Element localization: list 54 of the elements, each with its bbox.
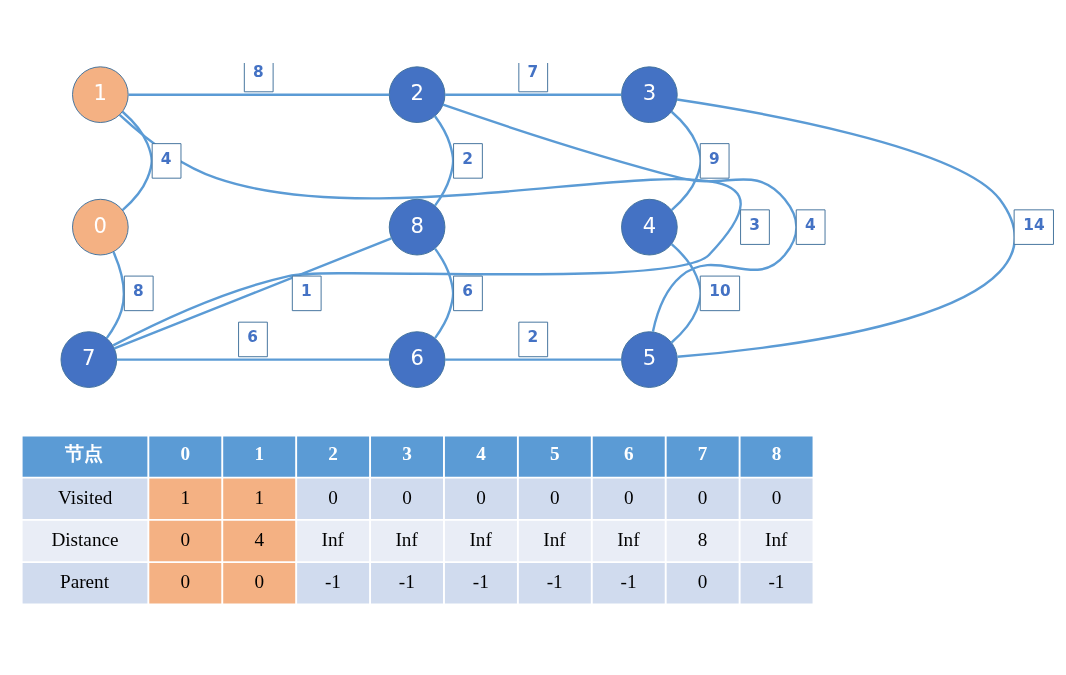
label: 0 (328, 486, 338, 508)
label: 7 (697, 442, 708, 464)
label: 4 (254, 528, 264, 550)
label: 0 (476, 486, 486, 508)
label: -1 (324, 570, 341, 592)
label: Inf (395, 528, 418, 550)
label: 3 (402, 442, 412, 464)
edge-label: 7 (527, 62, 539, 81)
edge-label: 8 (132, 281, 144, 300)
edge-label: 4 (160, 149, 172, 168)
label: -1 (768, 570, 785, 592)
label: 0 (180, 442, 191, 464)
label: 节点 (65, 442, 104, 464)
label: 1 (180, 486, 191, 508)
label: 0 (550, 486, 560, 508)
label: 5 (550, 442, 560, 464)
edge-label: 8 (252, 62, 264, 81)
edge-label: 10 (709, 281, 731, 300)
edge-label: 6 (247, 327, 258, 346)
label: 0 (180, 528, 191, 550)
label: 0 (697, 486, 708, 508)
label: 0 (180, 570, 191, 592)
label: 0 (697, 570, 708, 592)
label: 0 (254, 570, 264, 592)
edge-label: 2 (527, 327, 539, 346)
label: Inf (617, 528, 640, 550)
edge-label: 3 (749, 215, 760, 234)
label: 1 (254, 486, 264, 508)
edge-label: 4 (804, 215, 816, 234)
label: 8 (771, 442, 782, 464)
label: Distance (51, 528, 119, 550)
label: Parent (60, 570, 110, 592)
edge-label: 6 (462, 281, 473, 300)
label: 8 (697, 528, 708, 550)
label: 1 (254, 442, 264, 464)
label: -1 (398, 570, 415, 592)
edge-label: 2 (462, 149, 473, 168)
label: -1 (472, 570, 489, 592)
label: Inf (469, 528, 492, 550)
edge-label: 1 (300, 281, 312, 300)
label: -1 (546, 570, 563, 592)
edge-label: 9 (708, 149, 720, 168)
label: 4 (476, 442, 486, 464)
label: Inf (321, 528, 344, 550)
label: 2 (328, 442, 338, 464)
label: 0 (771, 486, 782, 508)
label: Visited (58, 486, 113, 508)
label: Inf (543, 528, 566, 550)
edge-label: 14 (1023, 215, 1045, 234)
label: 6 (623, 442, 634, 464)
label: Inf (765, 528, 788, 550)
label: 0 (623, 486, 634, 508)
label: -1 (620, 570, 637, 592)
label: 0 (402, 486, 412, 508)
